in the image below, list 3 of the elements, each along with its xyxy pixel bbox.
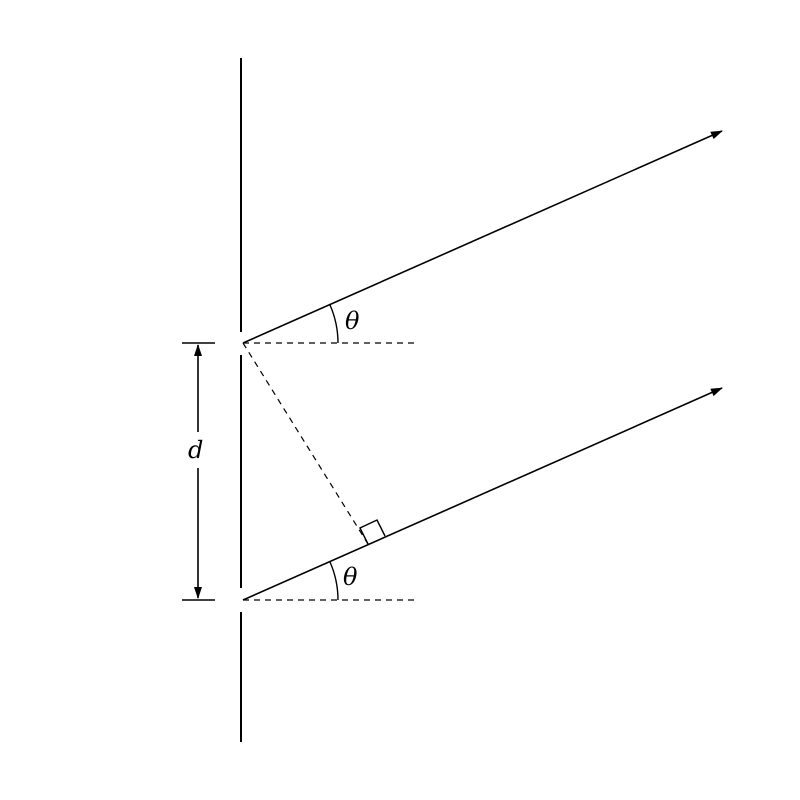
angle-label: θ xyxy=(343,564,358,590)
distance-label: d xyxy=(188,437,204,463)
angle-label: θ xyxy=(345,308,360,334)
